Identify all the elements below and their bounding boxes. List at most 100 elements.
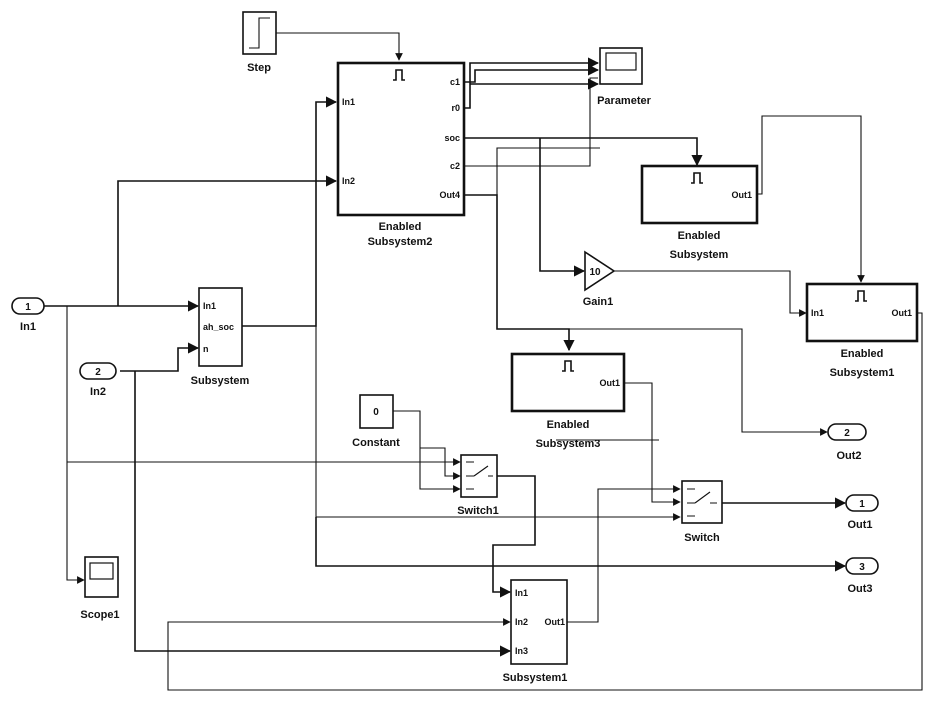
wire-constant-to-switch1[interactable] [393, 410, 461, 493]
scope1-block[interactable]: Scope1 [80, 556, 120, 621]
enabled-subsystem3-label-2: Subsystem3 [536, 438, 601, 450]
switch-block[interactable]: Switch [681, 480, 723, 544]
out1-port-body[interactable] [845, 494, 879, 512]
port-soc: soc [444, 133, 460, 143]
switch1-block[interactable]: Switch1 [457, 454, 499, 517]
enabled-subsystem3-block[interactable]: Out1 Enabled Subsystem3 [510, 352, 626, 450]
wire-in2-to-subsystem-n[interactable] [120, 342, 200, 372]
out2-number: 2 [844, 428, 850, 439]
in2-port-body[interactable] [79, 362, 117, 380]
out3-label: Out3 [847, 583, 872, 595]
out1-label: Out1 [847, 519, 872, 531]
constant-block[interactable]: 0 Constant [352, 394, 400, 449]
in1-label: In1 [20, 321, 36, 333]
wire-subsystem1-out-to-switch[interactable] [567, 485, 681, 623]
wire-in1-vertical-trunk[interactable] [66, 306, 85, 584]
port-in1: In1 [203, 301, 216, 311]
port-out1: Out1 [544, 617, 565, 627]
enabled-subsystem3-label-1: Enabled [547, 419, 590, 431]
constant-body[interactable] [359, 394, 394, 429]
port-c1: c1 [450, 77, 460, 87]
subsystem-block[interactable]: In1 ah_soc n Subsystem [191, 287, 250, 387]
enabled-subsystem-block[interactable]: Out1 Enabled Subsystem [640, 164, 759, 261]
port-in1: In1 [515, 588, 528, 598]
enabled-subsystem1-label-1: Enabled [841, 348, 884, 360]
in1-port-block[interactable]: 1 In1 [11, 297, 45, 333]
wire-enabled-subsystem-out-to-enable[interactable] [757, 115, 865, 283]
out2-port-body[interactable] [827, 423, 867, 441]
port-in3: In3 [515, 646, 528, 656]
port-ah-soc: ah_soc [203, 322, 234, 332]
enabled-subsystem1-block[interactable]: In1 Out1 Enabled Subsystem1 [805, 282, 919, 379]
enable-pulse-icon [393, 69, 405, 81]
enabled-subsystem2-label-2: Subsystem2 [368, 236, 433, 248]
wire-enabled-subsystem1-feedback[interactable] [167, 312, 923, 691]
switch-icon [466, 461, 493, 490]
gain1-body[interactable] [584, 250, 616, 292]
switch-body[interactable] [681, 480, 723, 524]
wire-soc-to-gain1[interactable] [539, 138, 586, 277]
out3-port-body[interactable] [845, 557, 879, 575]
port-in2: In2 [515, 617, 528, 627]
gain1-value: 10 [589, 267, 601, 278]
parameter-scope[interactable]: Parameter [597, 47, 652, 107]
wire-in1-to-enabled-subsystem2-in2[interactable] [117, 175, 338, 306]
enabled-subsystem2-label-1: Enabled [379, 221, 422, 233]
subsystem-body[interactable] [198, 287, 243, 367]
gain1-block[interactable]: 10 Gain1 [583, 250, 616, 308]
out3-port-block[interactable]: 3 Out3 [845, 557, 879, 595]
wire-ahsoc-to-out3[interactable] [315, 517, 847, 572]
wire-c1-to-parameter[interactable] [463, 64, 600, 83]
port-out1: Out1 [599, 378, 620, 388]
subsystem-label: Subsystem [191, 375, 250, 387]
scope-screen-icon [89, 562, 114, 580]
port-out1: Out1 [731, 190, 752, 200]
constant-label: Constant [352, 437, 400, 449]
step-label: Step [247, 62, 271, 74]
wire-r0-to-parameter[interactable] [463, 57, 600, 109]
wire-constant-branch[interactable] [420, 447, 461, 480]
parameter-label: Parameter [597, 95, 652, 107]
enable-pulse-icon [691, 172, 703, 184]
subsystem1-block[interactable]: In1 In2 Out1 In3 Subsystem1 [503, 579, 568, 684]
wire-ahsoc-to-enabled-subsystem2-in1[interactable] [242, 96, 338, 327]
subsystem1-body[interactable] [510, 579, 568, 665]
enabled-subsystem1-label-2: Subsystem1 [830, 367, 895, 379]
step-block[interactable]: Step [242, 11, 277, 74]
enabled-subsystem-label-1: Enabled [678, 230, 721, 242]
wire-loop-top[interactable] [496, 147, 600, 195]
enabled-subsystem2-body[interactable] [336, 61, 466, 217]
enabled-subsystem1-body[interactable] [805, 282, 919, 343]
wire-soc-to-enabled-subsystem-enable[interactable] [463, 137, 703, 167]
wire-out4-branch[interactable] [463, 194, 575, 352]
signal-lines [44, 32, 923, 691]
enabled-subsystem3-body[interactable] [510, 352, 626, 413]
out1-number: 1 [859, 499, 865, 510]
wire-enabled-subsystem3-to-switch[interactable] [624, 382, 681, 506]
port-n: n [203, 344, 209, 354]
wire-gain1-to-enabled-subsystem1[interactable] [614, 270, 807, 317]
scope-screen-icon [605, 52, 637, 71]
out1-port-block[interactable]: 1 Out1 [845, 494, 879, 531]
in2-label: In2 [90, 386, 106, 398]
enabled-subsystem2-block[interactable]: In1 In2 c1 r0 soc c2 Out4 Enabled Subsys… [336, 61, 466, 248]
wire-switch1-to-subsystem1-in1[interactable] [492, 475, 536, 598]
out2-label: Out2 [836, 450, 861, 462]
wire-out4-to-out2[interactable] [569, 328, 828, 436]
wire-step-to-enable[interactable] [276, 32, 403, 61]
in1-number: 1 [25, 302, 31, 313]
out2-port-block[interactable]: 2 Out2 [827, 423, 867, 462]
port-out1: Out1 [891, 308, 912, 318]
enable-pulse-icon [855, 290, 867, 302]
enabled-subsystem-label-2: Subsystem [670, 249, 729, 261]
wire-in2-to-subsystem1-in3[interactable] [134, 371, 512, 657]
constant-value: 0 [373, 407, 379, 418]
in1-port-body[interactable] [11, 297, 45, 315]
in2-port-block[interactable]: 2 In2 [79, 362, 117, 398]
switch-label: Switch [684, 532, 720, 544]
port-out4: Out4 [439, 190, 460, 200]
switch-icon [687, 488, 717, 517]
out3-number: 3 [859, 562, 865, 573]
wire-c2-to-parameter[interactable] [463, 77, 598, 167]
